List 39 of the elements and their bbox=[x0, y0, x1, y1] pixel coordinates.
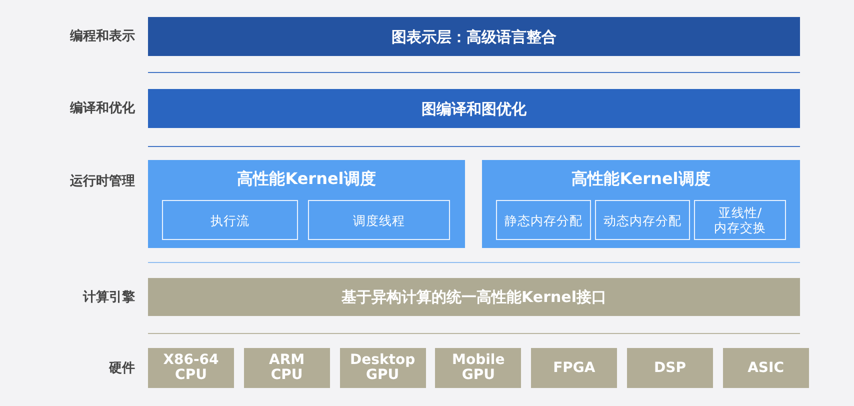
layer-title: 图表示层：高级语言整合 bbox=[390, 28, 558, 46]
layer-title: 执行流 bbox=[210, 212, 250, 228]
hardware-box bbox=[435, 348, 522, 388]
hardware-box bbox=[627, 348, 713, 388]
layer-bar bbox=[148, 17, 800, 56]
hardware-name: X86-64 CPU bbox=[162, 353, 220, 383]
module-box bbox=[308, 200, 450, 240]
hardware-name: DSP bbox=[653, 360, 687, 376]
row-label: 硬件 bbox=[109, 360, 135, 377]
layer-title: 动态内存分配 bbox=[602, 212, 682, 228]
layer-title: 图编译和图优化 bbox=[420, 100, 528, 118]
layer-bar bbox=[148, 278, 800, 316]
row-label: 编程和表示 bbox=[70, 28, 135, 45]
hardware-name: Mobile GPU bbox=[451, 353, 506, 383]
row-label: 计算引擎 bbox=[83, 289, 135, 306]
layer-title: 基于异构计算的统一高性能Kernel接口 bbox=[340, 288, 608, 306]
layer-bar bbox=[148, 89, 800, 128]
hardware-box bbox=[340, 348, 426, 388]
layer-title: 调度线程 bbox=[352, 212, 406, 228]
row-label: 运行时管理 bbox=[70, 173, 135, 190]
layer-title: 静态内存分配 bbox=[504, 212, 584, 228]
hardware-name: FPGA bbox=[552, 360, 596, 376]
hardware-name: ARM CPU bbox=[268, 353, 306, 383]
layer-panel bbox=[148, 160, 465, 248]
module-box bbox=[496, 200, 591, 240]
module-box bbox=[694, 200, 786, 240]
row-label: 编译和优化 bbox=[70, 100, 135, 117]
module-box bbox=[595, 200, 690, 240]
layer-title: 高性能Kernel调度 bbox=[570, 169, 712, 188]
hardware-box bbox=[531, 348, 618, 388]
hardware-box bbox=[244, 348, 330, 388]
layer-title: 高性能Kernel调度 bbox=[236, 169, 377, 188]
hardware-box bbox=[722, 348, 809, 388]
layer-title: 亚线性/ 内存交换 bbox=[713, 205, 767, 235]
hardware-name: Desktop GPU bbox=[349, 353, 416, 383]
module-box bbox=[162, 200, 298, 240]
hardware-box bbox=[148, 348, 234, 388]
layer-panel bbox=[482, 160, 800, 248]
hardware-name: ASIC bbox=[746, 360, 785, 376]
